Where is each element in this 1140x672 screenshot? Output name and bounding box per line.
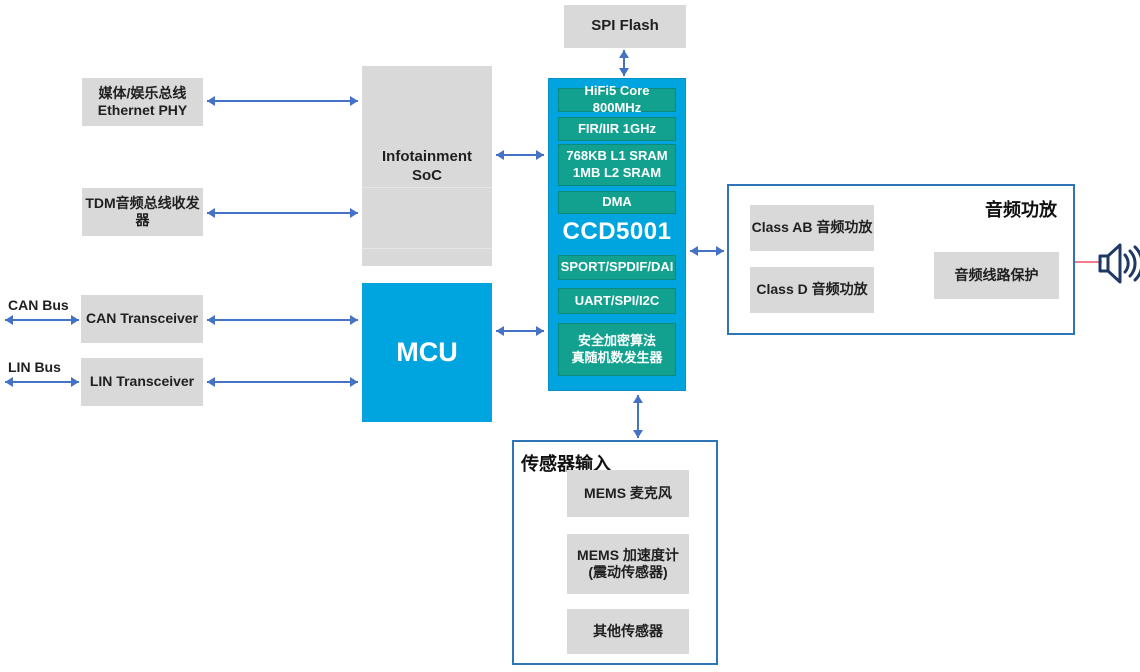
arrow-chip-sensor (633, 395, 643, 438)
soc-seam (362, 248, 492, 249)
tdm-transceiver-box: TDM音频总线收发 器 (82, 188, 203, 236)
arrow-soc-chip (496, 150, 544, 160)
infotainment-soc-box: Infotainment SoC (362, 66, 492, 266)
mems-accel-box: MEMS 加速度计 (震动传感器) (567, 534, 689, 594)
chip-block-fir-iir: FIR/IIR 1GHz (558, 117, 676, 141)
infotainment-soc-label: Infotainment SoC (382, 147, 472, 185)
can-transceiver-box: CAN Transceiver (81, 295, 203, 343)
chip-block-sram: 768KB L1 SRAM 1MB L2 SRAM (558, 144, 676, 186)
speaker-icon (1098, 243, 1140, 284)
chip-block-hifi5-core: HiFi5 Core 800MHz (558, 83, 676, 115)
arrow-chip-audio (690, 246, 724, 256)
mcu-label: MCU (396, 337, 458, 367)
arrow-can-mcu (207, 315, 358, 325)
arrow-tdm-soc (207, 208, 358, 218)
sensor-input-title: 传感器输入 (521, 454, 611, 474)
chip-block-security: 安全加密算法 真随机数发生器 (558, 323, 676, 376)
lin-transceiver-box: LIN Transceiver (81, 358, 203, 406)
ethernet-phy-box: 媒体/娱乐总线 Ethernet PHY (82, 78, 203, 126)
chip-name-label: CCD5001 (562, 218, 672, 245)
can-bus-label: CAN Bus (8, 297, 69, 313)
audio-amp-title: 音频功放 (985, 200, 1057, 220)
class-ab-amp-box: Class AB 音频功放 (750, 205, 874, 251)
spi-flash-box: SPI Flash (564, 5, 686, 48)
sensor-input-group: 传感器输入 MEMS 麦克风 MEMS 加速度计 (震动传感器) 其他传感器 (512, 440, 718, 665)
ccd5001-chip: HiFi5 Core 800MHz FIR/IIR 1GHz 768KB L1 … (548, 78, 686, 391)
mems-mic-box: MEMS 麦克风 (567, 470, 689, 517)
chip-block-uart-spi-i2c: UART/SPI/I2C (558, 288, 676, 314)
audio-line-protect-box: 音频线路保护 (934, 252, 1059, 299)
arrow-spiflash-chip (619, 50, 629, 76)
arrow-lin-bus (5, 377, 79, 387)
audio-amp-group: 音频功放 Class AB 音频功放 Class D 音频功放 音频线路保护 (727, 184, 1075, 335)
lin-bus-label: LIN Bus (8, 359, 61, 375)
class-d-amp-box: Class D 音频功放 (750, 267, 874, 313)
chip-block-sport-spdif-dai: SPORT/SPDIF/DAI (558, 255, 676, 280)
soc-seam (362, 187, 492, 188)
mcu-box: MCU (362, 283, 492, 422)
arrow-phy-soc (207, 96, 358, 106)
chip-block-dma: DMA (558, 191, 676, 214)
arrow-can-bus (5, 315, 79, 325)
speaker-link-line (1075, 261, 1102, 263)
arrow-mcu-chip (496, 326, 544, 336)
arrow-lin-mcu (207, 377, 358, 387)
other-sensors-box: 其他传感器 (567, 609, 689, 654)
